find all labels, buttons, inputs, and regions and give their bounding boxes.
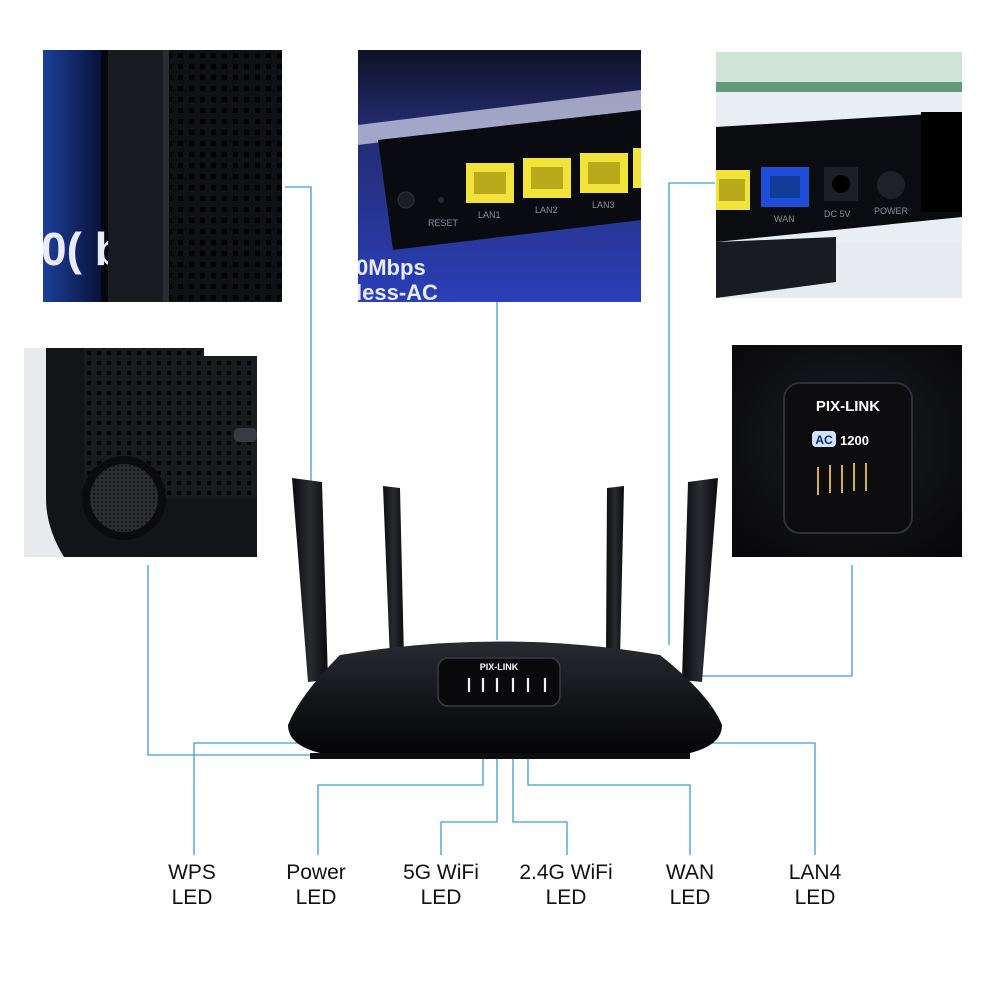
wan-port-label: WAN [774, 214, 795, 224]
antenna-right-inner [606, 486, 624, 660]
led-strips [467, 678, 547, 692]
led-panel [437, 657, 561, 707]
reset-label: RESET [428, 218, 459, 228]
photo-logo-panel: PIX-LINK AC 1200 [732, 345, 962, 557]
label-wan-line1: WAN [665, 861, 715, 884]
label-power-line1: Power [286, 861, 346, 884]
badge-prefix: AC [815, 433, 833, 447]
label-power-line2: LED [295, 886, 337, 909]
lan1-label: LAN1 [478, 210, 501, 220]
dc-label: DC 5V [824, 209, 851, 219]
label-power-led: Power LED [256, 860, 376, 910]
callout-line-vent [285, 186, 312, 490]
lan2-label: LAN2 [535, 205, 558, 215]
box-text-speed: 0Mbps [358, 255, 426, 280]
box-text-wireless: less-AC [358, 280, 438, 302]
callout-line-wan-port [668, 182, 715, 645]
router-logo: PIX-LINK [480, 662, 519, 672]
label-lan4-line1: LAN4 [788, 861, 842, 884]
label-24g-led: 2.4G WiFi LED [506, 860, 626, 910]
label-lan4-led: LAN4 LED [755, 860, 875, 910]
label-5g-line2: LED [420, 886, 462, 909]
antenna-left-outer [292, 478, 328, 682]
label-wps-line2: LED [171, 886, 213, 909]
label-wps-line1: WPS [168, 861, 216, 884]
photo-rubber-foot [24, 348, 257, 557]
router-main: PIX-LINK [288, 478, 722, 759]
callout-line-feet [147, 565, 330, 756]
photo-side-vent: 0( b [43, 50, 282, 302]
badge-value: 1200 [840, 433, 869, 448]
power-switch-label: POWER [874, 206, 909, 216]
antenna-right-outer [682, 478, 718, 682]
photo-wan-power: WAN DC 5V POWER [716, 52, 962, 298]
label-5g-led: 5G WiFi LED [381, 860, 501, 910]
label-wan-led: WAN LED [630, 860, 750, 910]
lan3-label: LAN3 [592, 200, 615, 210]
lan-port-group [466, 148, 641, 203]
label-lan4-line2: LED [794, 886, 836, 909]
label-24g-line2: LED [545, 886, 587, 909]
label-wan-line2: LED [669, 886, 711, 909]
antenna-left-inner [383, 486, 404, 660]
label-24g-line1: 2.4G WiFi [519, 861, 613, 884]
label-wps-led: WPS LED [132, 860, 252, 910]
photo-lan-ports: RESET LAN1 LAN2 LAN3 0Mbps less-AC [358, 50, 641, 302]
logo-text: PIX-LINK [816, 398, 880, 415]
label-5g-line1: 5G WiFi [403, 861, 479, 884]
